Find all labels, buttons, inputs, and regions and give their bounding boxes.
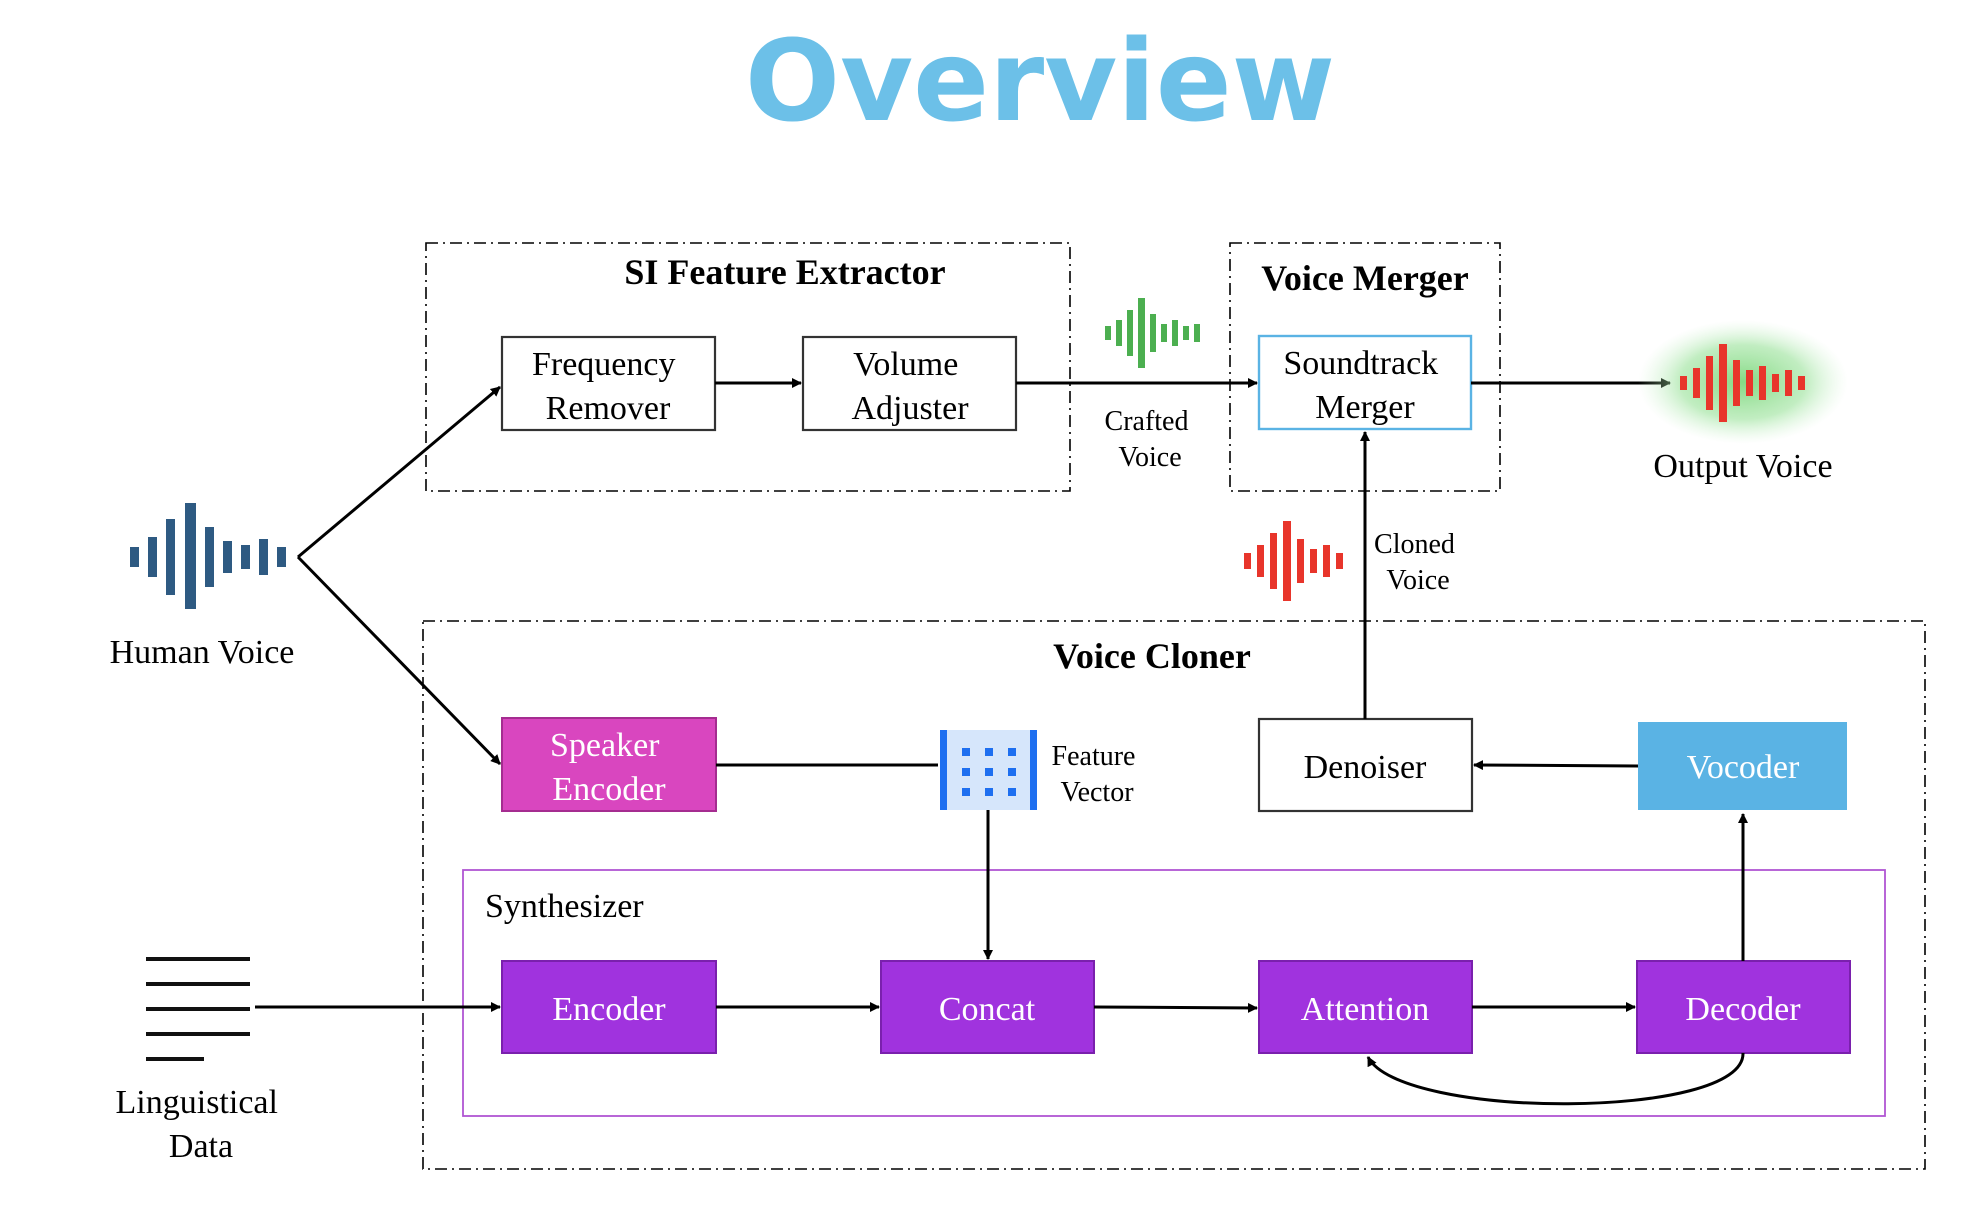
crafted-voice-label-1: Crafted [1105,406,1189,437]
encoder-node: Encoder [501,960,717,1054]
cloned-voice-waveform-icon [1244,521,1343,601]
attention-node: Attention [1258,960,1473,1054]
feature-vector-label-1: Feature [1052,741,1136,772]
linguistical-data-label-2: Data [169,1128,233,1165]
si-feature-extractor-boundary [425,242,1071,492]
speaker-encoder-label-1: Speaker [550,727,660,764]
soundtrack-merger-label-1: Soundtrack [1283,345,1438,382]
synthesizer-boundary [462,869,1886,1117]
si-feature-extractor-title: SI Feature Extractor [624,252,945,292]
edge-decoder-to-attention-loop [1366,1052,1745,1106]
crafted-voice-label-2: Voice [1118,442,1181,473]
speaker-encoder-label-2: Encoder [552,771,666,808]
svg-text:Crafted Voice: Crafted Voice [1105,406,1196,473]
svg-text:Feature Vector: Feature Vector [1052,741,1143,808]
volume-adjuster-label-1: Volume [853,346,958,383]
cloned-voice-label-2: Voice [1386,565,1449,596]
output-voice-label: Output Voice [1653,448,1832,485]
edge-vocoder-to-denoiser [1473,760,1639,771]
volume-adjuster-label-2: Adjuster [851,390,969,427]
crafted-voice-waveform-icon [1105,298,1200,368]
decoder-node: Decoder [1636,960,1851,1054]
linguistical-data-label-1: Linguistical [116,1084,278,1121]
attention-label: Attention [1301,991,1429,1028]
speaker-encoder-node: Speaker Encoder [501,717,717,812]
voice-cloner-boundary [422,620,1926,1170]
svg-text:Linguistical Data: Linguistical Data [116,1084,287,1165]
denoiser-node: Denoiser [1257,717,1474,813]
concat-node: Concat [880,960,1095,1054]
volume-adjuster-node: Volume Adjuster [801,335,1018,432]
edge-concat-to-attention [1093,1002,1258,1013]
frequency-remover-label-2: Remover [546,390,671,427]
cloned-voice-label-1: Cloned [1374,529,1455,560]
voice-cloner-title: Voice Cloner [1053,636,1251,676]
svg-text:Frequency Remover: Frequency Remover [532,346,684,427]
page-title: Overview [745,17,1335,147]
connectors [255,378,1748,1106]
frequency-remover-label-1: Frequency [532,346,676,383]
vocoder-label: Vocoder [1687,749,1800,786]
feature-vector-label-2: Vector [1060,777,1134,808]
vocoder-node: Vocoder [1638,722,1847,810]
edge-human-to-speaker-encoder [296,555,502,766]
decoder-label: Decoder [1685,991,1801,1028]
voice-merger-title: Voice Merger [1261,258,1469,298]
human-voice-label: Human Voice [110,634,295,671]
synthesizer-title: Synthesizer [485,888,644,925]
svg-text:Cloned Voice: Cloned Voice [1374,529,1462,596]
output-voice-waveform-icon [1638,320,1848,444]
frequency-remover-node: Frequency Remover [500,335,717,432]
soundtrack-merger-node: Soundtrack Merger [1257,334,1473,431]
soundtrack-merger-label-2: Merger [1315,389,1415,426]
encoder-label: Encoder [552,991,666,1028]
feature-grid-icon [940,730,1037,810]
svg-text:Volume Adjuster: Volume Adjuster [851,346,969,427]
svg-text:Speaker Encoder: Speaker Encoder [550,727,668,808]
text-lines-icon [146,957,250,1061]
human-voice-waveform-icon [130,503,286,609]
svg-text:Soundtrack Merger: Soundtrack Merger [1283,345,1446,426]
denoiser-label: Denoiser [1304,749,1427,786]
concat-label: Concat [939,991,1036,1028]
edge-human-to-frequency [297,385,501,559]
